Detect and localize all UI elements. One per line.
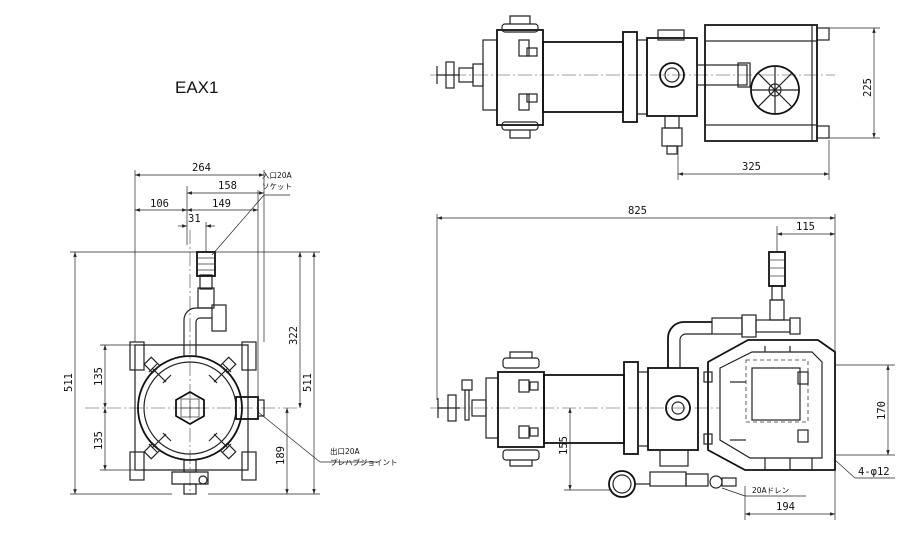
dim-189: 189 xyxy=(275,446,287,465)
bolt-holes-note: 4-φ12 xyxy=(858,466,890,478)
front-view: 264 158 106 149 31 入口20A ソケット 511 135 13… xyxy=(63,162,398,495)
dim-106: 106 xyxy=(150,198,169,210)
dim-225: 225 xyxy=(862,78,874,97)
dim-155: 155 xyxy=(558,436,570,455)
inlet-note-line2: ソケット xyxy=(262,182,292,191)
dim-511-right: 511 xyxy=(302,373,314,392)
model-title: EAX1 xyxy=(175,78,218,97)
dim-194: 194 xyxy=(776,501,795,513)
drain-note: 20Aドレン xyxy=(752,486,789,495)
dim-322: 322 xyxy=(288,326,300,345)
dim-width-264: 264 xyxy=(192,162,211,174)
dim-135-lower: 135 xyxy=(93,431,105,450)
dim-170: 170 xyxy=(876,401,888,420)
dim-149: 149 xyxy=(212,198,231,210)
dim-511-left: 511 xyxy=(63,373,75,392)
side-view: 825 115 170 155 4-φ12 20Aドレン 194 xyxy=(430,205,895,520)
dim-825: 825 xyxy=(628,205,647,217)
dim-158: 158 xyxy=(218,180,237,192)
dim-325: 325 xyxy=(742,161,761,173)
dim-115: 115 xyxy=(796,221,815,233)
top-view: 225 325 xyxy=(430,15,880,180)
outlet-note-line1: 出口20A xyxy=(330,446,361,456)
outlet-note-line2: プレハブジョイント xyxy=(330,457,398,467)
dim-135-upper: 135 xyxy=(93,367,105,386)
dim-31: 31 xyxy=(188,213,201,225)
inlet-note-line1: 入口20A xyxy=(262,171,293,180)
